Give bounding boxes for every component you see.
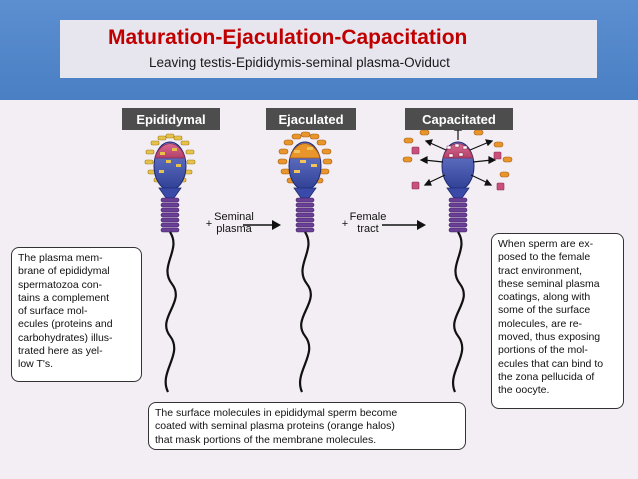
- caption-line: low T's.: [18, 358, 54, 371]
- stage-header-ejaculated: Ejaculated: [266, 108, 356, 130]
- transition-label-line: Seminal: [214, 211, 254, 223]
- sperm-cell-icon: [144, 133, 196, 393]
- title-box: [60, 20, 597, 78]
- transition-label-line: Female: [349, 211, 387, 223]
- slide-subtitle: Leaving testis-Epididymis-seminal plasma…: [149, 55, 450, 70]
- caption-line: posed to the female: [498, 251, 591, 264]
- caption-line: ecules (proteins and: [18, 318, 113, 331]
- caption-line: coated with seminal plasma proteins (ora…: [155, 420, 395, 433]
- transition-label-seminal-plasma: Seminal plasma: [212, 211, 256, 235]
- caption-line: these seminal plasma: [498, 277, 600, 290]
- sperm-cell-icon: [441, 141, 475, 393]
- stage-header-epididymal: Epididymal: [122, 108, 220, 130]
- transition-label-line: plasma: [216, 223, 252, 235]
- caption-line: coatings, along with: [498, 291, 591, 304]
- caption-line: some of the surface: [498, 304, 591, 317]
- slide-title: Maturation-Ejaculation-Capacitation: [108, 26, 468, 49]
- caption-line: the zona pellucida of: [498, 370, 595, 383]
- caption-ejaculated: The surface molecules in epididymal sper…: [148, 402, 466, 450]
- transition-label-female-tract: Female tract: [348, 211, 388, 235]
- caption-epididymal: The plasma mem- brane of epididymal sper…: [11, 247, 142, 382]
- arrow-right-icon: [382, 220, 426, 230]
- caption-line: moved, thus exposing: [498, 331, 601, 344]
- arrow-right-icon: [243, 220, 281, 230]
- caption-line: brane of epididymal: [18, 265, 110, 278]
- plus-sign: +: [205, 218, 213, 230]
- caption-line: molecules, are re-: [498, 317, 583, 330]
- plus-sign: +: [341, 218, 349, 230]
- caption-line: ecules that can bind to: [498, 357, 604, 370]
- caption-line: The plasma mem-: [18, 252, 103, 264]
- caption-line: The surface molecules in epididymal sper…: [155, 407, 398, 419]
- caption-line: carbohydrates) illus-: [18, 331, 113, 344]
- caption-line: When sperm are ex-: [498, 238, 594, 250]
- caption-capacitated: When sperm are ex- posed to the female t…: [491, 233, 624, 409]
- sperm-cell-icon: [277, 131, 333, 393]
- caption-line: tains a complement: [18, 291, 110, 304]
- transition-label-line: tract: [357, 223, 379, 235]
- caption-line: tract environment,: [498, 264, 583, 277]
- sperm-diagram: [144, 117, 513, 393]
- caption-line: the oocyte.: [498, 384, 550, 397]
- caption-line: spermatozoa con-: [18, 278, 103, 291]
- caption-line: of surface mol-: [18, 305, 88, 318]
- stage-header-capacitated: Capacitated: [405, 108, 513, 130]
- caption-line: that mask portions of the membrane molec…: [155, 433, 377, 446]
- caption-line: trated here as yel-: [18, 345, 103, 358]
- caption-line: portions of the mol-: [498, 344, 588, 357]
